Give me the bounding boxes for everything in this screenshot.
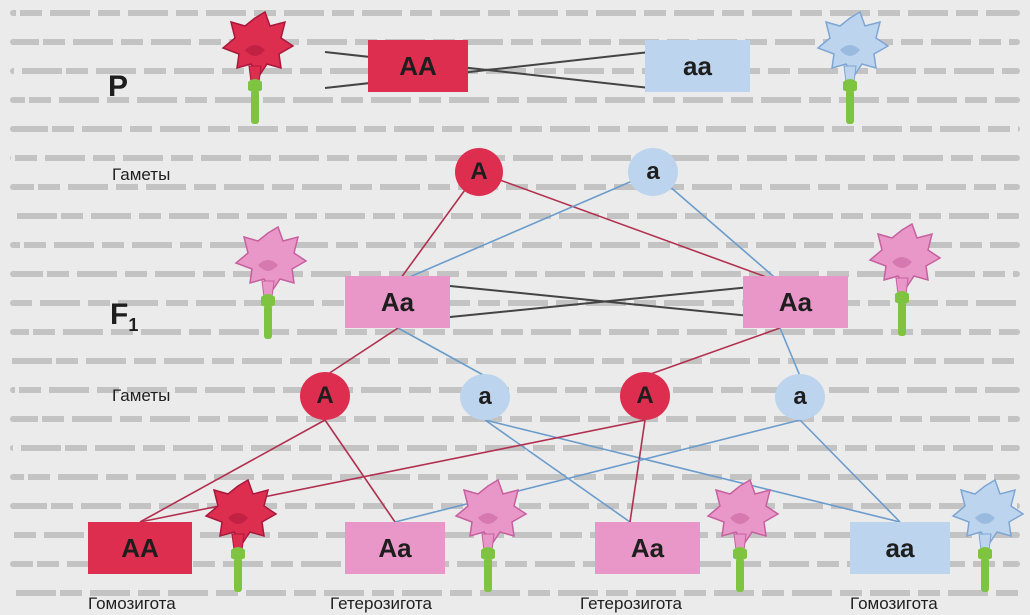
background-text-line [10,300,1020,306]
cross-line [439,284,771,319]
background-text-line [10,474,1020,480]
link-line [394,419,801,523]
background-text-line [10,126,1020,132]
link-line [477,171,781,283]
background-text-line [10,561,1020,567]
gamete-recessive-1: a [628,148,678,196]
background-text-line [10,39,1020,45]
background-text-line [10,213,1020,219]
background-text-line [10,97,1020,103]
background-text-line [10,155,1020,161]
background-text-line [10,590,1020,596]
gamete-dominant-1: A [455,148,503,196]
f2-heterozygote-box-1: Aa [345,522,445,574]
pink-flower-icon [700,478,780,598]
pink-flower-icon [448,478,528,598]
f1-subscript: 1 [128,315,139,335]
background-text-line [10,10,1020,16]
f2-homozygote-recessive-box: aa [850,522,950,574]
gametes-label-2: Гаметы [112,386,171,405]
pink-flower-icon [862,222,942,342]
f1-right-box: Aa [743,276,848,328]
f1-label: F1 [110,298,139,335]
background-text-line [10,184,1020,190]
link-line [397,327,486,377]
link-line [324,419,396,523]
gamete-recessive-3: a [775,374,825,420]
red-flower-icon [198,478,278,598]
f2-heterozygote-box-2: Aa [595,522,700,574]
background-text-line [10,68,1020,74]
caption-homozygote-right: Гомозигота [850,594,938,613]
link-line [484,419,901,523]
link-line [644,327,781,377]
caption-homozygote-left: Гомозигота [88,594,176,613]
gamete-recessive-2: a [460,374,510,420]
link-line [139,419,326,523]
gamete-dominant-3: A [620,372,670,420]
gamete-dominant-2: A [300,372,350,420]
f2-homozygote-dominant-box: AA [88,522,192,574]
parent-recessive-box: aa [645,40,750,92]
caption-heterozygote-1: Гетерозигота [330,594,432,613]
f1-left-box: Aa [345,276,450,328]
gametes-label-1: Гаметы [112,165,171,184]
link-line [324,327,399,377]
background-text-line [10,387,1020,393]
pink-flower-icon [228,225,308,345]
background-text-line [10,329,1020,335]
background-text-line [10,271,1020,277]
link-line [484,419,631,523]
p-label: P [108,70,129,103]
link-line [799,419,901,523]
parent-dominant-box: AA [368,40,468,92]
background-text-line [10,358,1020,364]
caption-heterozygote-2: Гетерозигота [580,594,682,613]
blue-flower-icon [945,478,1025,598]
link-line [397,171,654,283]
link-line [779,327,801,377]
blue-flower-icon [810,10,890,130]
background-text-line [10,445,1020,451]
background-text-line [10,416,1020,422]
background-text-line [10,532,1020,538]
link-line [629,419,646,523]
link-line [652,171,781,283]
red-flower-icon [215,10,295,130]
background-text-line [10,242,1020,248]
